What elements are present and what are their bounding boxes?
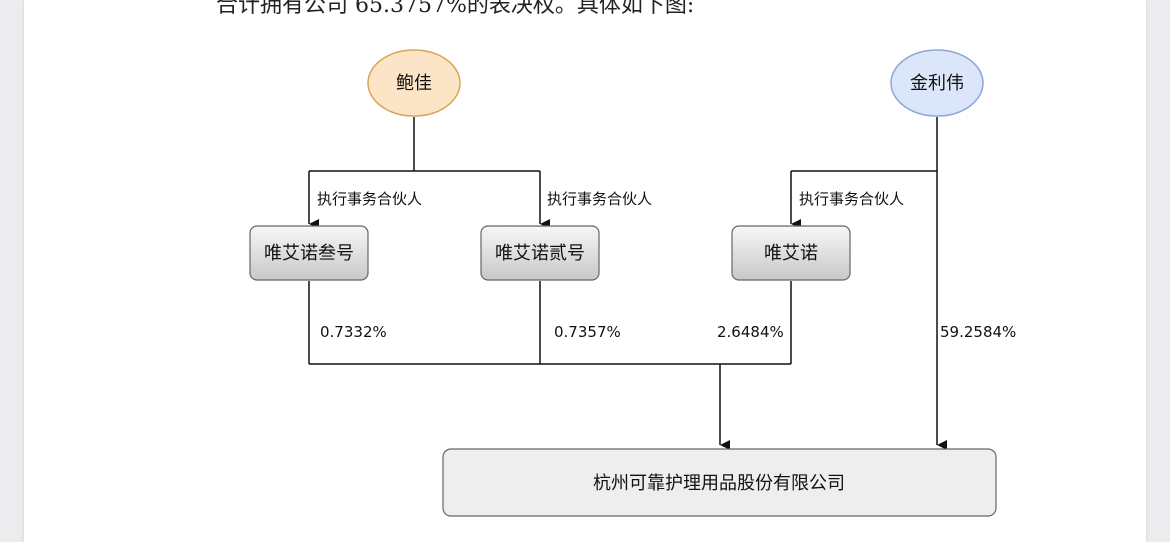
node-company: 杭州可靠护理用品股份有限公司 (442, 448, 997, 517)
jin-liwei-label: 金利伟 (910, 73, 964, 94)
relation-label-weiainuo: 执行事务合伙人 (799, 190, 904, 208)
company-box (442, 448, 997, 517)
weiainuo-box (731, 225, 851, 281)
weiainuo-3-box (249, 225, 369, 281)
weiainuo-3-label: 唯艾诺叁号 (264, 243, 354, 264)
bao-jia-label: 鲍佳 (396, 73, 432, 94)
node-bao-jia: 鲍佳 (367, 49, 461, 117)
stake-jin-liwei: 59.2584% (940, 323, 1016, 341)
jin-liwei-ellipse (890, 49, 984, 117)
stake-weiainuo: 2.6484% (717, 323, 784, 341)
weiainuo-2-box (480, 225, 600, 281)
bao-jia-ellipse (367, 49, 461, 117)
stake-weiainuo-3: 0.7332% (320, 323, 387, 341)
node-weiainuo-3: 唯艾诺叁号 (249, 225, 369, 281)
stake-weiainuo-2: 0.7357% (554, 323, 621, 341)
relation-label-weiainuo-3: 执行事务合伙人 (317, 190, 422, 208)
cut-off-paragraph: 合计拥有公司 65.3757%的表决权。具体如下图: (216, 0, 695, 18)
node-jin-liwei: 金利伟 (890, 49, 984, 117)
node-weiainuo: 唯艾诺 (731, 225, 851, 281)
relation-label-weiainuo-2: 执行事务合伙人 (547, 190, 652, 208)
connector-lines (308, 117, 947, 450)
company-label: 杭州可靠护理用品股份有限公司 (593, 473, 845, 494)
weiainuo-2-label: 唯艾诺贰号 (495, 243, 585, 264)
weiainuo-label: 唯艾诺 (764, 243, 818, 264)
node-weiainuo-2: 唯艾诺贰号 (480, 225, 600, 281)
